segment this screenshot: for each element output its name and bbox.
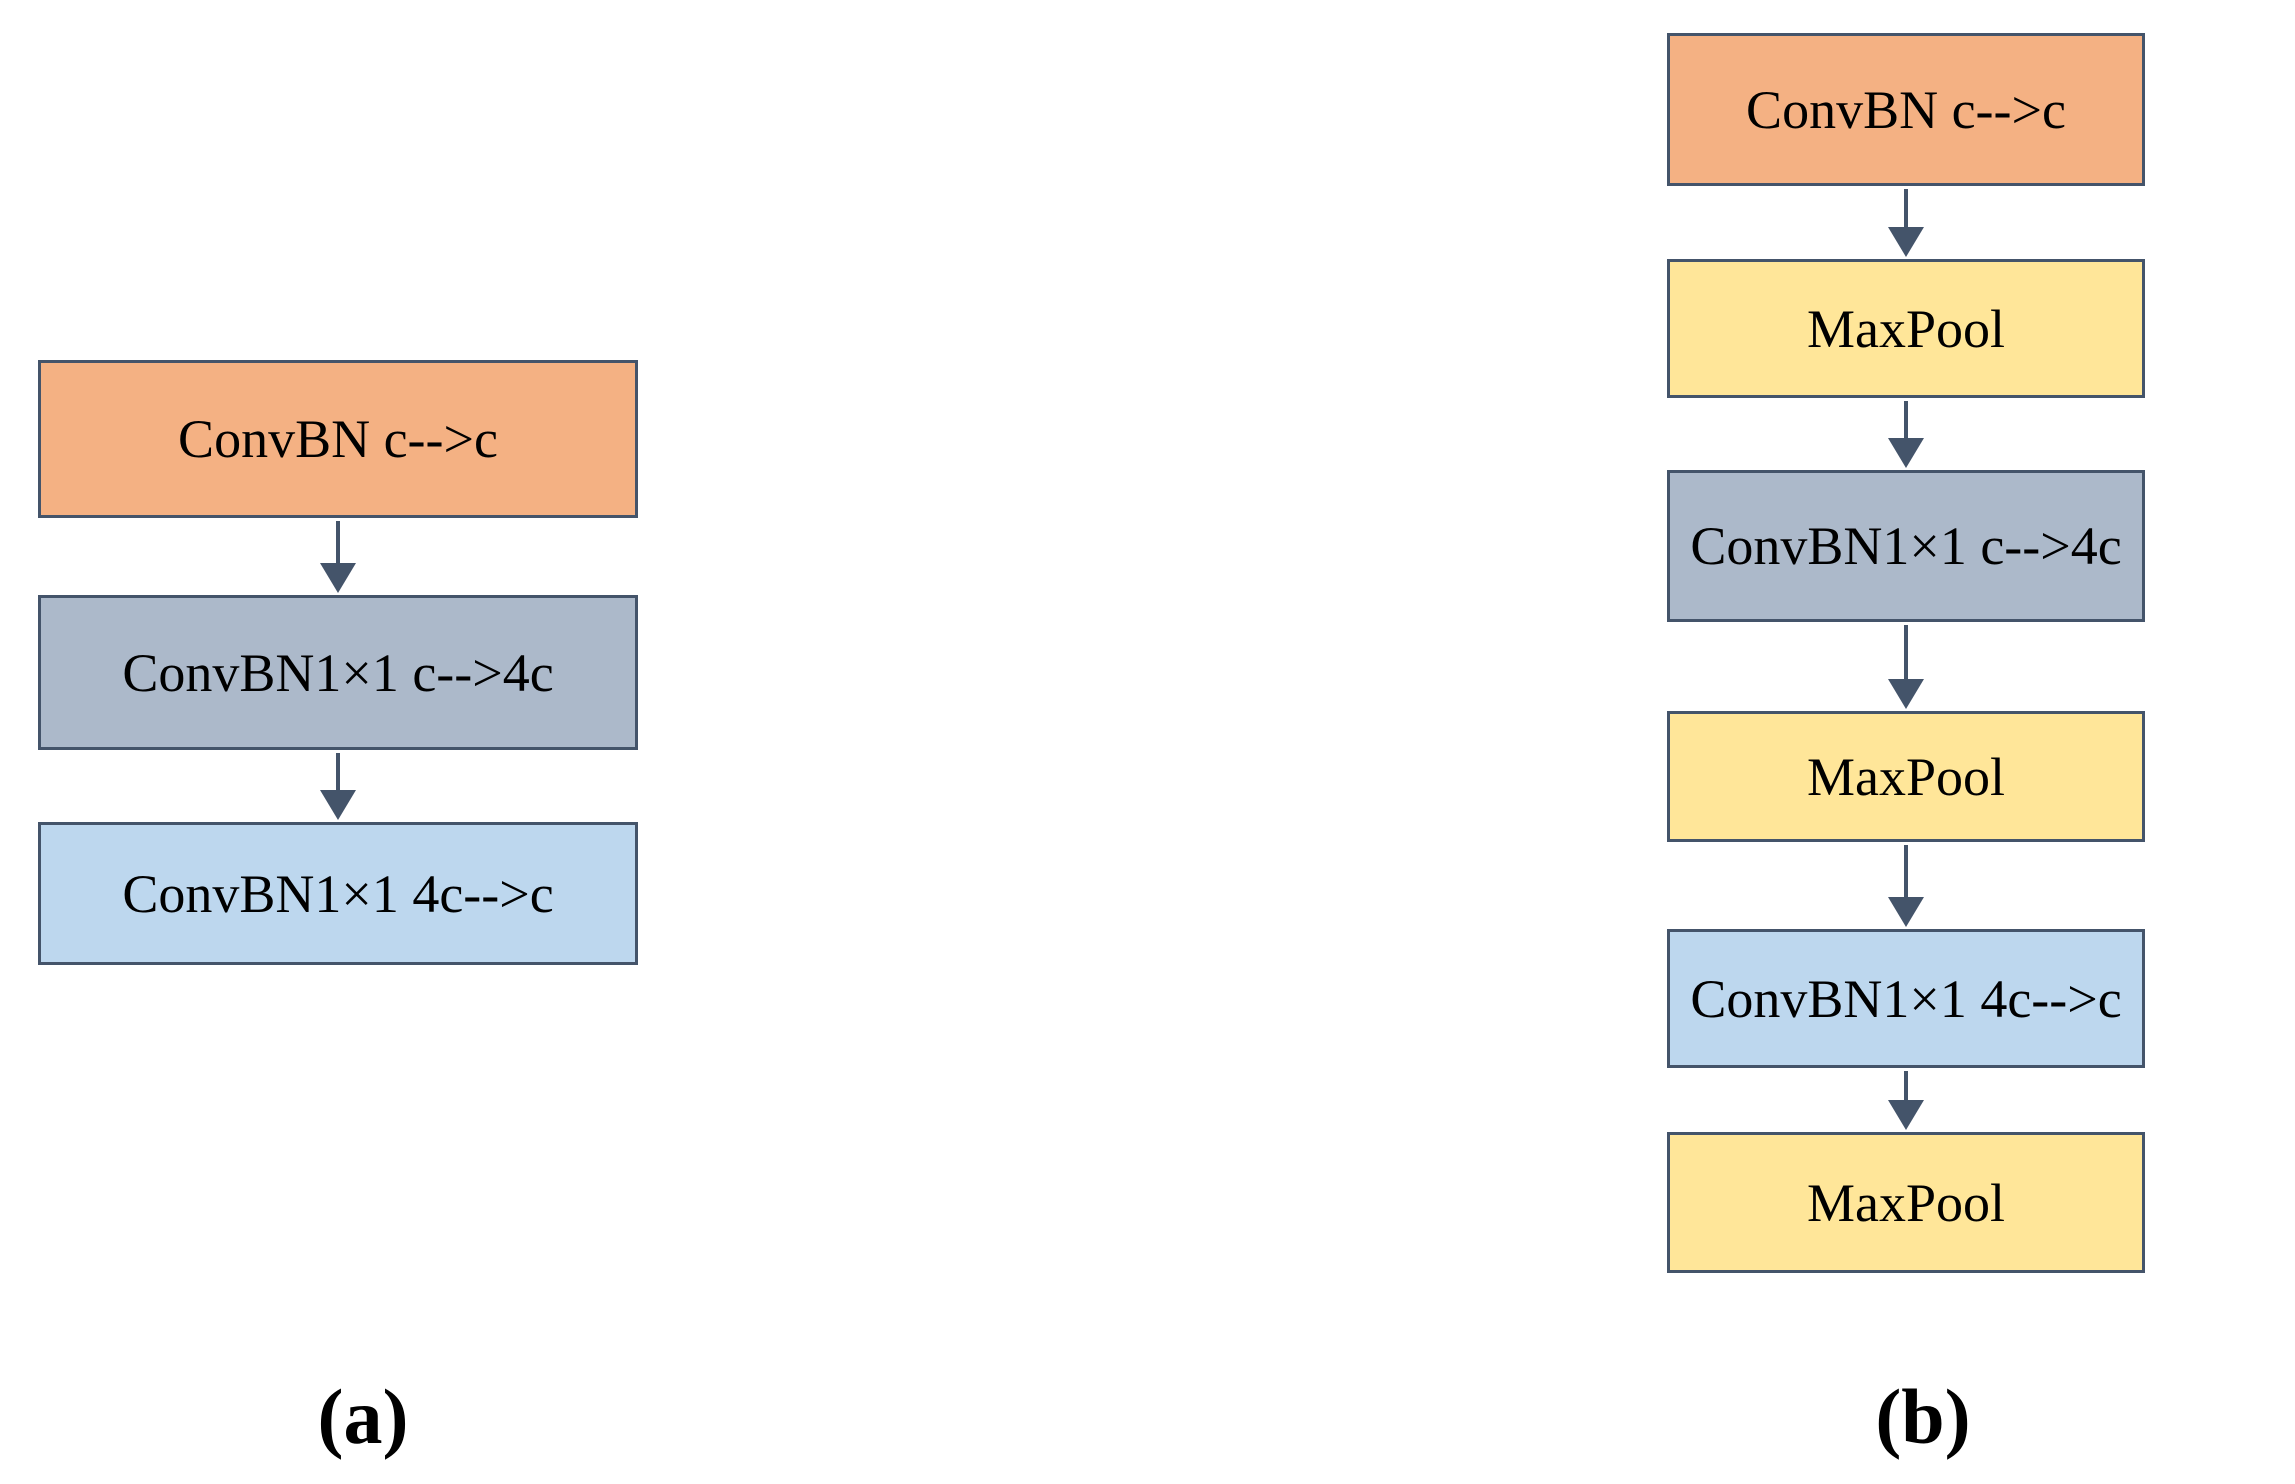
node-convbn-a: ConvBN c-->c (38, 360, 638, 518)
node-convbn1x1-expand-b: ConvBN1×1 c-->4c (1667, 470, 2145, 622)
node-convbn1x1-reduce-a: ConvBN1×1 4c-->c (38, 822, 638, 965)
arrow-down-icon (1888, 401, 1924, 468)
arrow-stem (1904, 845, 1908, 897)
arrow-down-icon (1888, 845, 1924, 927)
node-convbn1x1-expand-a: ConvBN1×1 c-->4c (38, 595, 638, 750)
arrow-stem (336, 753, 340, 790)
arrow-down-icon (1888, 1071, 1924, 1130)
arrow-head (320, 563, 356, 593)
arrow-head (320, 790, 356, 820)
arrow-head (1888, 1100, 1924, 1130)
arrow-stem (1904, 625, 1908, 679)
node-convbn-b: ConvBN c-->c (1667, 33, 2145, 186)
arrow-stem (1904, 401, 1908, 438)
node-maxpool-2: MaxPool (1667, 711, 2145, 842)
caption-a: (a) (317, 1373, 409, 1460)
arrow-down-icon (1888, 189, 1924, 257)
arrow-down-icon (1888, 625, 1924, 709)
arrow-stem (1904, 189, 1908, 227)
arrow-down-icon (320, 753, 356, 820)
arrow-head (1888, 438, 1924, 468)
arrow-down-icon (320, 521, 356, 593)
arrow-head (1888, 679, 1924, 709)
arrow-stem (1904, 1071, 1908, 1100)
arrow-stem (336, 521, 340, 563)
node-convbn1x1-reduce-b: ConvBN1×1 4c-->c (1667, 929, 2145, 1068)
caption-b: (b) (1875, 1373, 1971, 1460)
node-maxpool-3: MaxPool (1667, 1132, 2145, 1273)
node-maxpool-1: MaxPool (1667, 259, 2145, 398)
arrow-head (1888, 227, 1924, 257)
arrow-head (1888, 897, 1924, 927)
